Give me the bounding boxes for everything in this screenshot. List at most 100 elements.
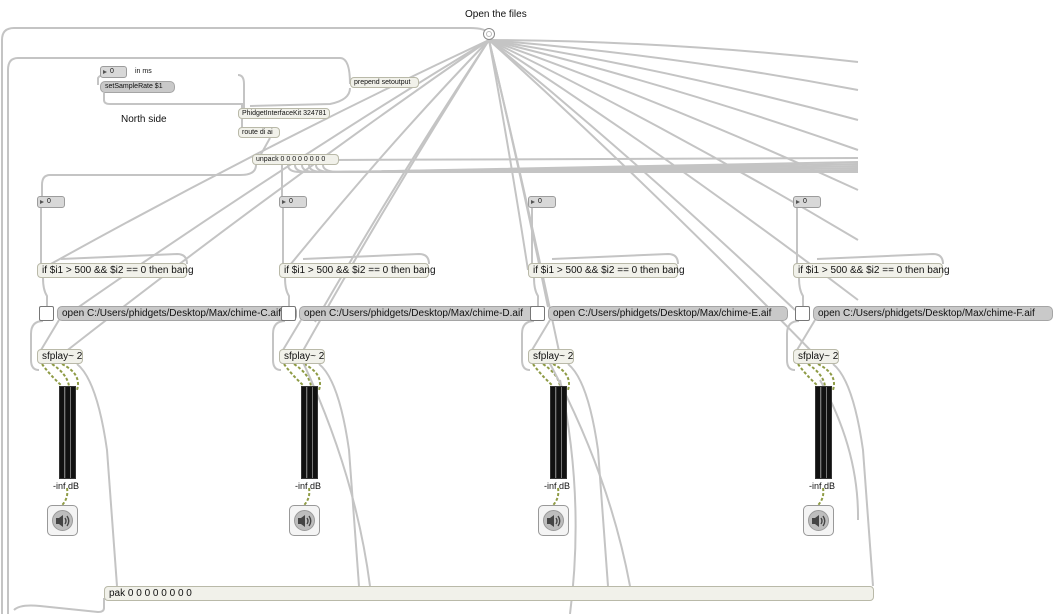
patch-cord <box>299 355 371 587</box>
patch-cord <box>488 39 796 311</box>
route-object[interactable]: route di ai <box>238 127 280 138</box>
patch-cord <box>488 39 859 191</box>
threshold-number-box[interactable]: 0 <box>279 196 307 208</box>
patch-cord <box>61 363 79 391</box>
patch-cord <box>30 320 44 371</box>
patch-cord <box>7 57 351 614</box>
comment-open-files: Open the files <box>465 9 527 20</box>
patch-cord <box>272 320 286 371</box>
speaker-icon <box>547 515 561 527</box>
patch-cord <box>797 363 819 387</box>
if-condition-object[interactable]: if $i1 > 500 && $i2 == 0 then bang <box>793 263 950 278</box>
patch-cord <box>521 320 535 371</box>
set-sample-rate-message[interactable]: setSampleRate $1 <box>100 81 175 93</box>
patch-cord <box>329 157 859 161</box>
gain-readout: -inf dB <box>809 481 836 491</box>
level-meter-right <box>65 386 76 479</box>
patch-cord <box>798 277 804 307</box>
level-meter-right <box>821 386 832 479</box>
patch-cord <box>552 363 570 391</box>
patch-cord <box>303 363 321 391</box>
patch-cord <box>237 74 245 110</box>
patch-cord <box>488 39 859 241</box>
patch-cord <box>103 93 243 110</box>
patch-cord <box>249 87 351 107</box>
patch-cord <box>293 363 312 387</box>
patch-cord <box>533 277 539 307</box>
patch-cord <box>283 363 305 387</box>
ezdac-output[interactable] <box>803 505 834 536</box>
ezdac-output[interactable] <box>47 505 78 536</box>
patch-cord <box>259 137 271 157</box>
patch-cord <box>488 39 529 271</box>
open-file-message[interactable]: open C:/Users/phidgets/Desktop/Max/chime… <box>548 306 788 321</box>
patch-cord <box>76 363 118 587</box>
level-meter-right <box>556 386 567 479</box>
prepend-setoutput-object[interactable]: prepend setoutput <box>350 77 419 88</box>
patch-cord <box>488 39 859 91</box>
patch-cord <box>41 164 257 197</box>
comment-north-side: North side <box>121 114 167 125</box>
open-file-message[interactable]: open C:/Users/phidgets/Desktop/Max/chime… <box>813 306 1053 321</box>
patch-cord <box>41 363 63 387</box>
patch-cords <box>1 27 944 614</box>
speaker-icon <box>812 515 826 527</box>
patch-cord <box>817 363 835 391</box>
pak-object[interactable]: pak 0 0 0 0 0 0 0 0 <box>104 586 874 601</box>
speaker-icon <box>298 515 312 527</box>
sample-rate-number-box[interactable]: 0 <box>100 66 127 78</box>
patch-cord <box>322 161 859 174</box>
play-toggle[interactable] <box>281 306 296 321</box>
gain-readout: -inf dB <box>295 481 322 491</box>
speaker-icon <box>56 515 70 527</box>
ezdac-output[interactable] <box>538 505 569 536</box>
patch-cord <box>531 319 551 351</box>
patch-cord <box>42 277 48 307</box>
patch-cord <box>285 39 490 271</box>
patch-cord <box>567 363 609 587</box>
patch-cord <box>488 39 859 121</box>
patch-cord <box>796 319 816 351</box>
ezdac-output[interactable] <box>289 505 320 536</box>
threshold-number-box[interactable]: 0 <box>37 196 65 208</box>
patch-cord <box>816 252 944 265</box>
sfplay-object[interactable]: sfplay~ 2 <box>793 349 839 364</box>
if-condition-object[interactable]: if $i1 > 500 && $i2 == 0 then bang <box>37 263 194 278</box>
threshold-number-box[interactable]: 0 <box>528 196 556 208</box>
sfplay-object[interactable]: sfplay~ 2 <box>279 349 325 364</box>
patch-cord <box>282 319 302 351</box>
open-file-message[interactable]: open C:/Users/phidgets/Desktop/Max/chime… <box>57 306 297 321</box>
level-meter-right <box>307 386 318 479</box>
play-toggle[interactable] <box>530 306 545 321</box>
patch-cord <box>40 319 60 351</box>
patch-cord <box>832 363 874 587</box>
patch-cord <box>488 39 859 151</box>
unpack-object[interactable]: unpack 0 0 0 0 0 0 0 0 <box>252 154 339 165</box>
patch-cord <box>51 363 70 387</box>
gain-readout: -inf dB <box>544 481 571 491</box>
patch-cord <box>13 598 105 614</box>
sfplay-object[interactable]: sfplay~ 2 <box>37 349 83 364</box>
play-toggle[interactable] <box>39 306 54 321</box>
open-file-message[interactable]: open C:/Users/phidgets/Desktop/Max/chime… <box>299 306 539 321</box>
gain-readout: -inf dB <box>53 481 80 491</box>
play-toggle[interactable] <box>795 306 810 321</box>
patch-cord <box>532 363 554 387</box>
patch-cord <box>807 363 826 387</box>
if-condition-object[interactable]: if $i1 > 500 && $i2 == 0 then bang <box>279 263 436 278</box>
patch-cord <box>284 277 290 307</box>
patch-cord <box>318 363 360 587</box>
bang-button-icon[interactable] <box>483 28 495 40</box>
comment-in-ms: in ms <box>135 68 152 75</box>
patch-cord <box>786 320 800 371</box>
patch-cord <box>551 252 679 265</box>
sfplay-object[interactable]: sfplay~ 2 <box>528 349 574 364</box>
threshold-number-box[interactable]: 0 <box>793 196 821 208</box>
patch-cord <box>39 39 490 271</box>
patch-cord <box>59 39 490 321</box>
phidget-interface-kit-object[interactable]: PhidgetInterfaceKit 324781 <box>238 108 330 119</box>
patch-cord <box>488 39 859 301</box>
patch-cord <box>60 252 188 265</box>
if-condition-object[interactable]: if $i1 > 500 && $i2 == 0 then bang <box>528 263 685 278</box>
